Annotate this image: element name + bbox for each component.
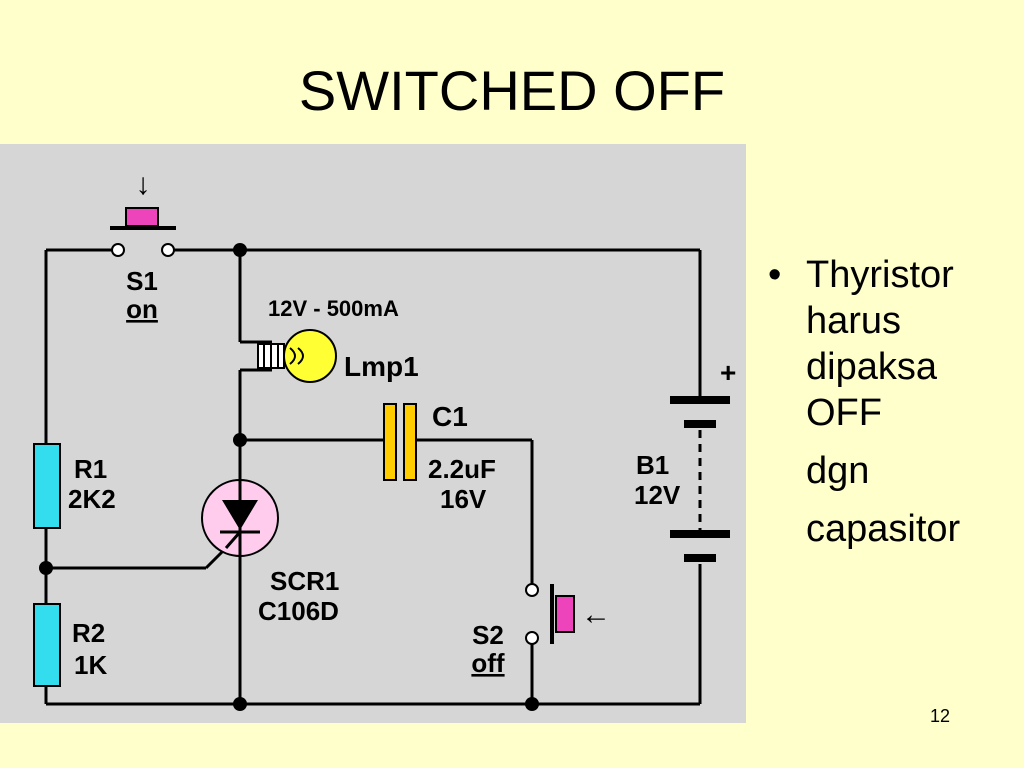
lamp-icon <box>257 329 337 383</box>
resistor-r1 <box>33 443 61 529</box>
r2-label: R2 <box>72 618 105 648</box>
s1-state: on <box>126 294 158 324</box>
slide-title: SWITCHED OFF <box>298 59 726 122</box>
c1-value: 2.2uF <box>428 454 496 484</box>
s2-switch <box>525 583 575 645</box>
bullet-item: • Thyristor harus dipaksa OFF <box>766 252 1016 436</box>
b1-label: B1 <box>636 450 669 480</box>
resistor-r2 <box>33 603 61 687</box>
c1-voltage: 16V <box>440 484 487 514</box>
continuation-line-1: dgn <box>806 450 870 492</box>
s2-state: off <box>471 648 505 678</box>
battery-b1 <box>670 396 730 562</box>
circuit-svg: ↓ S1 on 12V - 500mA Lmp1 C1 2.2uF 16V <box>33 168 736 711</box>
junction-dots <box>39 243 539 711</box>
wires <box>44 248 702 706</box>
plus-sign: + <box>720 357 736 388</box>
bullet-list: • Thyristor harus dipaksa OFF dgn capasi… <box>766 252 1016 552</box>
slide-number: 12 <box>930 706 951 726</box>
lamp-label: Lmp1 <box>344 351 419 382</box>
continuation-line-2: capasitor <box>806 508 961 550</box>
scr-icon <box>201 479 279 557</box>
r1-value: 2K2 <box>68 484 116 514</box>
circuit-diagram: ↓ S1 on 12V - 500mA Lmp1 C1 2.2uF 16V <box>0 144 746 723</box>
s2-label: S2 <box>472 620 504 650</box>
c1-label: C1 <box>432 401 468 432</box>
s1-arrow-icon: ↓ <box>136 168 151 201</box>
s2-arrow-icon: ← <box>581 598 611 631</box>
bullet-dot-icon: • <box>768 254 782 296</box>
lamp-rating: 12V - 500mA <box>268 296 399 321</box>
b1-voltage: 12V <box>634 480 681 510</box>
s1-switch <box>110 207 176 257</box>
capacitor-c1 <box>383 403 417 481</box>
bullet-text: Thyristor harus dipaksa OFF <box>806 254 954 434</box>
s1-label: S1 <box>126 266 158 296</box>
r1-label: R1 <box>74 454 107 484</box>
scr-part: C106D <box>258 596 339 626</box>
scr-label: SCR1 <box>270 566 339 596</box>
r2-value: 1K <box>74 650 107 680</box>
